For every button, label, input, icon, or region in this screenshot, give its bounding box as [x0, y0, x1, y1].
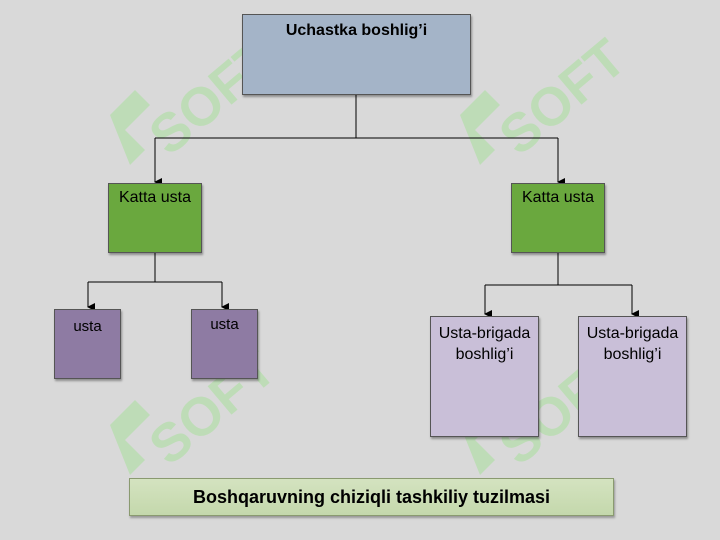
- brigade-leader-node-2: Usta-brigada boshlig’i: [578, 316, 687, 437]
- diagram-caption-text: Boshqaruvning chiziqli tashkiliy tuzilma…: [192, 486, 551, 507]
- foreman-label-1: usta: [73, 318, 102, 335]
- root-node-label: Uchastka boshlig’i: [285, 22, 428, 39]
- senior-foreman-right-label: Katta usta: [521, 189, 595, 206]
- foreman-node-2: usta: [191, 309, 258, 379]
- foreman-label-2: usta: [210, 316, 239, 333]
- foreman-node-1: usta: [54, 309, 121, 379]
- brigade-leader-node-1: Usta-brigada boshlig’i: [430, 316, 539, 437]
- brigade-leader-label-1: Usta-brigada boshlig’i: [438, 325, 531, 363]
- senior-foreman-left-node: Katta usta: [108, 183, 202, 253]
- root-node: Uchastka boshlig’i: [242, 14, 471, 95]
- diagram-caption: Boshqaruvning chiziqli tashkiliy tuzilma…: [129, 478, 614, 516]
- brigade-leader-label-2: Usta-brigada boshlig’i: [586, 325, 679, 363]
- senior-foreman-left-label: Katta usta: [118, 189, 192, 206]
- senior-foreman-right-node: Katta usta: [511, 183, 605, 253]
